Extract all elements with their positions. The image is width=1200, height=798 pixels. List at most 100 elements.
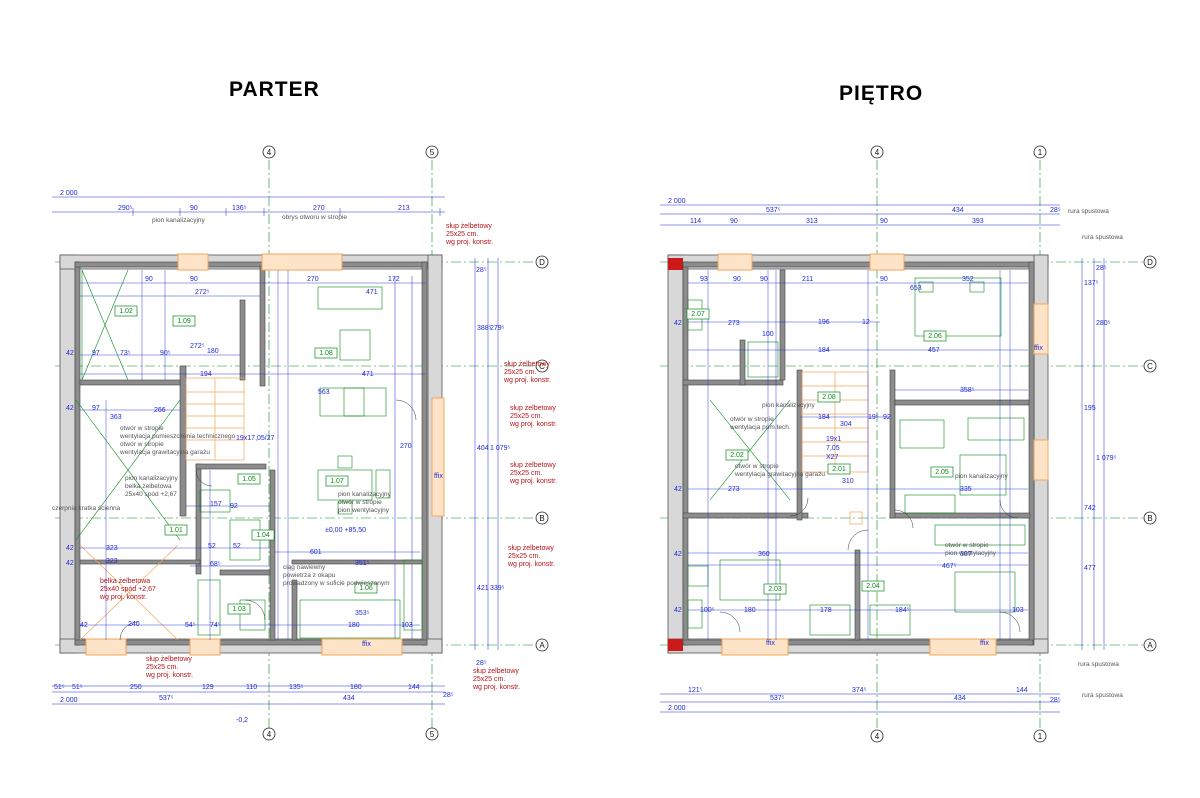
- annotation-text: otwór w stropie: [730, 416, 774, 423]
- svg-text:42: 42: [66, 350, 74, 357]
- annotation-text: otwór w stropie: [735, 463, 779, 470]
- annotation-text: wg proj. konstr.: [509, 478, 557, 485]
- annotation-text: 25x25 cm.: [473, 676, 505, 683]
- room-number: 1.04: [256, 532, 270, 539]
- svg-text:211: 211: [802, 276, 813, 283]
- annotation-text: wentylacja grawitacyjna garażu: [119, 449, 210, 456]
- svg-text:52: 52: [233, 543, 241, 550]
- svg-text:266: 266: [154, 407, 166, 414]
- dimension: 313: [806, 218, 818, 225]
- annotation-text: wg proj. konstr.: [145, 672, 193, 679]
- svg-text:352: 352: [962, 276, 974, 283]
- dimension: 393: [972, 218, 984, 225]
- axis-label: D: [1147, 258, 1153, 267]
- room-label-box: [325, 475, 349, 487]
- room-number: 1.01: [169, 527, 183, 534]
- annotation-text: otwór w stropie: [120, 425, 164, 432]
- svg-text:100: 100: [762, 331, 774, 338]
- annotation-text: wentylacja grawitacyjna garażu: [734, 471, 825, 478]
- svg-text:1 079⁵: 1 079⁵: [490, 445, 511, 452]
- svg-text:100⁵: 100⁵: [700, 607, 715, 614]
- svg-text:471: 471: [366, 289, 378, 296]
- svg-text:742: 742: [1084, 505, 1096, 512]
- room-number: 1.09: [177, 318, 191, 325]
- ground-room-labels: 1.021.091.081.071.051.041.011.031.06: [114, 305, 378, 615]
- svg-text:42: 42: [80, 622, 88, 629]
- annotation-text: 25x25 cm.: [508, 553, 540, 560]
- annotation-text: pion kanalizacyjny: [762, 402, 816, 409]
- dimension: 90: [190, 205, 198, 212]
- axis-label: 5: [430, 730, 435, 739]
- svg-text:12: 12: [862, 319, 870, 326]
- axis-label: 1: [1038, 732, 1043, 741]
- svg-text:74⁵: 74⁵: [210, 622, 221, 629]
- dimension: 114: [690, 218, 701, 225]
- room-label-box: [114, 305, 138, 317]
- annotation-text: wg proj. konstr.: [445, 239, 493, 246]
- svg-text:273: 273: [728, 320, 740, 327]
- svg-text:54⁵: 54⁵: [185, 622, 196, 629]
- svg-text:90: 90: [733, 276, 741, 283]
- drawing-label: 19x1: [826, 436, 841, 443]
- dimension: 290⁵: [118, 205, 133, 212]
- svg-text:273: 273: [728, 486, 740, 493]
- annotation-text: słup żelbetowy: [446, 223, 492, 230]
- dimension: 434: [954, 695, 966, 702]
- svg-text:477: 477: [1084, 565, 1096, 572]
- svg-text:270: 270: [400, 443, 412, 450]
- svg-text:360: 360: [758, 551, 770, 558]
- annotation-text: obrys otworu w stropie: [282, 214, 347, 221]
- svg-text:180: 180: [744, 607, 756, 614]
- svg-text:42: 42: [674, 607, 682, 614]
- dimension: 129: [202, 684, 214, 691]
- svg-text:42: 42: [674, 551, 682, 558]
- annotation-text: 25x25 cm.: [504, 369, 536, 376]
- annotation-text: 25x40 spód +2,67: [100, 586, 156, 593]
- room-number: 1.08: [319, 350, 333, 357]
- room-number: 2.01: [832, 466, 846, 473]
- annotation-text: ciąg nawiewny: [283, 564, 326, 571]
- svg-text:42: 42: [66, 560, 74, 567]
- axis-label: A: [539, 641, 545, 650]
- svg-text:457: 457: [928, 347, 940, 354]
- room-label-box: [237, 473, 261, 485]
- room-number: 1.05: [242, 476, 256, 483]
- drawing-label: 7,05: [826, 445, 840, 452]
- svg-text:280⁵: 280⁵: [1096, 320, 1111, 327]
- dimension: 213: [398, 205, 410, 212]
- dimension: 144: [408, 684, 420, 691]
- drawing-label: ffix: [362, 641, 371, 648]
- svg-text:73⁵: 73⁵: [120, 350, 131, 357]
- svg-text:157: 157: [210, 501, 222, 508]
- svg-text:180: 180: [348, 622, 360, 629]
- room-label-box: [227, 603, 251, 615]
- dimension: 180: [350, 684, 362, 691]
- annotation-text: słup żelbetowy: [473, 668, 519, 675]
- ground-floor-plan: 4 5 4 5 D C B A 2 000 290⁵ 90 136⁵ 270: [52, 145, 549, 741]
- svg-text:1 079⁵: 1 079⁵: [1096, 455, 1117, 462]
- svg-text:563: 563: [318, 389, 330, 396]
- svg-text:184: 184: [818, 414, 830, 421]
- room-number: 1.07: [330, 478, 344, 485]
- axis-label: A: [1147, 641, 1153, 650]
- annotation-text: wentylacja pom.tech.: [729, 424, 791, 431]
- svg-text:28⁵: 28⁵: [1050, 697, 1061, 704]
- svg-text:363: 363: [110, 414, 122, 421]
- svg-text:28⁵: 28⁵: [476, 267, 487, 274]
- annotation-text: rura spustowa: [1082, 692, 1123, 699]
- svg-text:103: 103: [401, 622, 413, 629]
- annotation-text: wg proj. konstr.: [503, 377, 551, 384]
- drawing-label: -0,2: [236, 717, 248, 724]
- annotation-text: otwór w stropie: [945, 542, 989, 549]
- dimension: 537⁵: [766, 207, 781, 214]
- axis-label: 1: [1038, 148, 1043, 157]
- dimension: 51⁵: [72, 684, 83, 691]
- drawing-label: 240: [128, 621, 140, 628]
- ground-floor-title: PARTER: [229, 78, 320, 101]
- annotation-text: wg proj. konstr.: [472, 684, 520, 691]
- svg-text:28⁵: 28⁵: [1096, 265, 1107, 272]
- annotation-text: wg proj. konstr.: [99, 594, 147, 601]
- svg-text:272⁵: 272⁵: [195, 289, 210, 296]
- room-number: 2.08: [822, 394, 836, 401]
